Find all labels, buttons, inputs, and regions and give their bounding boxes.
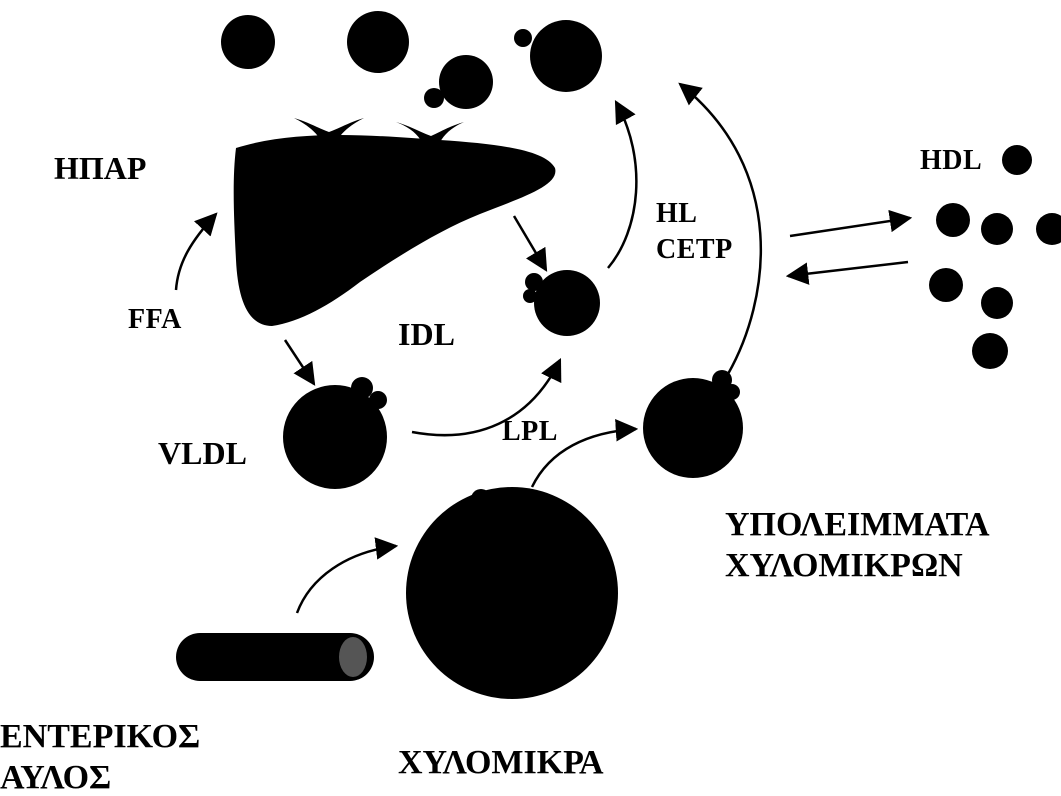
liver-label: ΗΠΑΡ [54, 152, 146, 184]
idl-label: IDL [398, 318, 455, 350]
receptor-knob [422, 141, 440, 159]
lpl-label: LPL [502, 418, 558, 446]
remnant-particle [643, 370, 743, 478]
hdl-particle [1002, 145, 1032, 175]
idl-particle [523, 270, 600, 336]
arrow-to-hdl [790, 218, 910, 236]
intestine-label-line1: ΕΝΤΕΡΙΚΟΣ [0, 720, 200, 754]
arrow-from-hdl [788, 262, 908, 276]
chylomicron-particle [406, 487, 618, 699]
intestine-label-line2: ΑΥΛΟΣ [0, 761, 111, 795]
ffa-label: FFA [128, 306, 182, 334]
particle [347, 11, 409, 73]
hdl-particle [936, 203, 970, 237]
arrow-ffa-to-liver [176, 214, 216, 290]
hdl-particle [1036, 213, 1061, 245]
apoprotein-bud [485, 500, 499, 514]
hl-label: HL [656, 200, 697, 228]
apoprotein-bud [424, 88, 444, 108]
apoprotein-bud [369, 391, 387, 409]
particle [406, 487, 618, 699]
hdl-particles [929, 145, 1061, 369]
arrow-idl-to-top [608, 102, 636, 268]
arrow-remnant-to-top [680, 84, 761, 374]
remnants-label-line1: ΥΠΟΛΕΙΜΜΑΤΑ [725, 508, 990, 542]
particle [530, 20, 602, 92]
remnants-label-line2: ΧΥΛΟΜΙΚΡΩΝ [725, 549, 963, 583]
top-particles [221, 11, 602, 109]
particle [439, 55, 493, 109]
arrow-liver-to-vldl [285, 340, 314, 384]
particle [221, 15, 275, 69]
vldl-label: VLDL [158, 437, 247, 469]
arrow-liver-to-idl [514, 216, 546, 270]
chylomicrons-label: ΧΥΛΟΜΙΚΡΑ [398, 746, 604, 780]
hdl-particle [972, 333, 1008, 369]
hdl-particle [981, 213, 1013, 245]
apoprotein-bud [514, 29, 532, 47]
arrow-intestine-to-chylomicron [297, 546, 396, 613]
liver-shape [234, 135, 556, 326]
vldl-particle [283, 377, 387, 489]
apoprotein-bud [525, 273, 543, 291]
cetp-label: CETP [656, 236, 733, 264]
hdl-particle [929, 268, 963, 302]
hdl-label: HDL [920, 147, 982, 175]
apoprotein-bud [724, 384, 740, 400]
liver [234, 118, 556, 326]
intestine-opening [339, 637, 367, 677]
apoprotein-bud [523, 289, 537, 303]
intestine [176, 633, 374, 681]
hdl-particle [981, 287, 1013, 319]
particle [534, 270, 600, 336]
apoprotein-bud [351, 377, 373, 399]
